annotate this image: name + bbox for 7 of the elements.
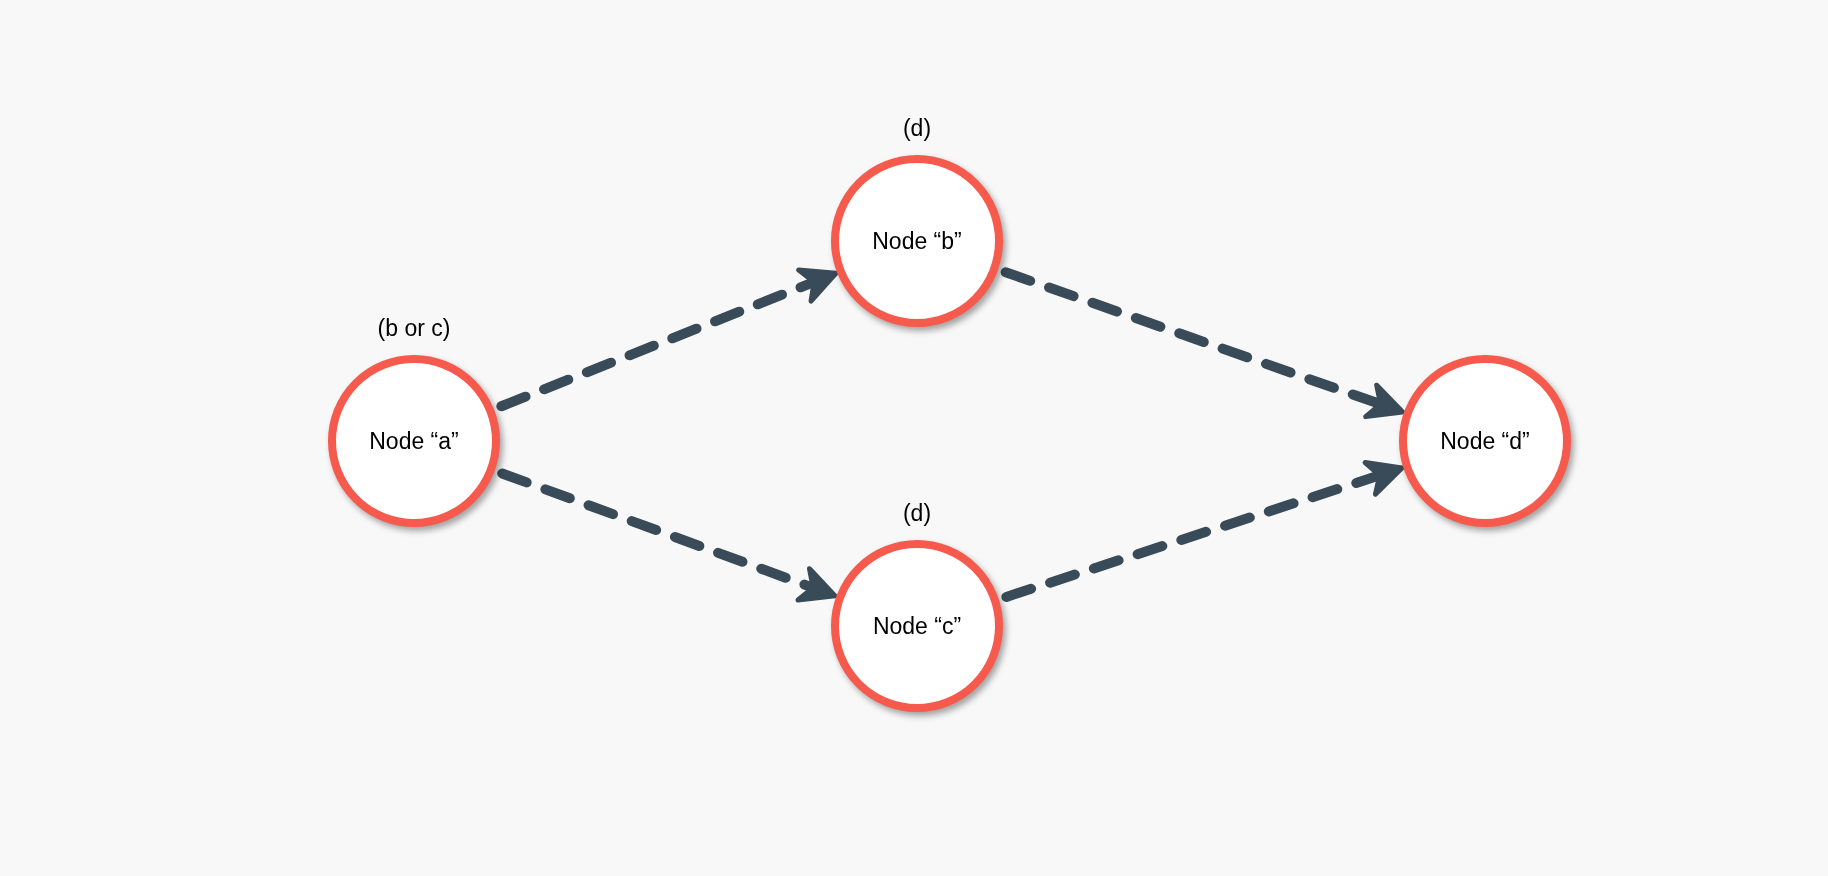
node-label: Node “a” xyxy=(369,426,459,456)
node-caption: (d) xyxy=(902,499,932,528)
node-label: Node “c” xyxy=(872,611,962,641)
node-caption: (d) xyxy=(902,114,932,143)
node-caption: (b or c) xyxy=(377,314,451,343)
node-label: Node “b” xyxy=(872,226,962,256)
node-label: Node “d” xyxy=(1440,426,1530,456)
